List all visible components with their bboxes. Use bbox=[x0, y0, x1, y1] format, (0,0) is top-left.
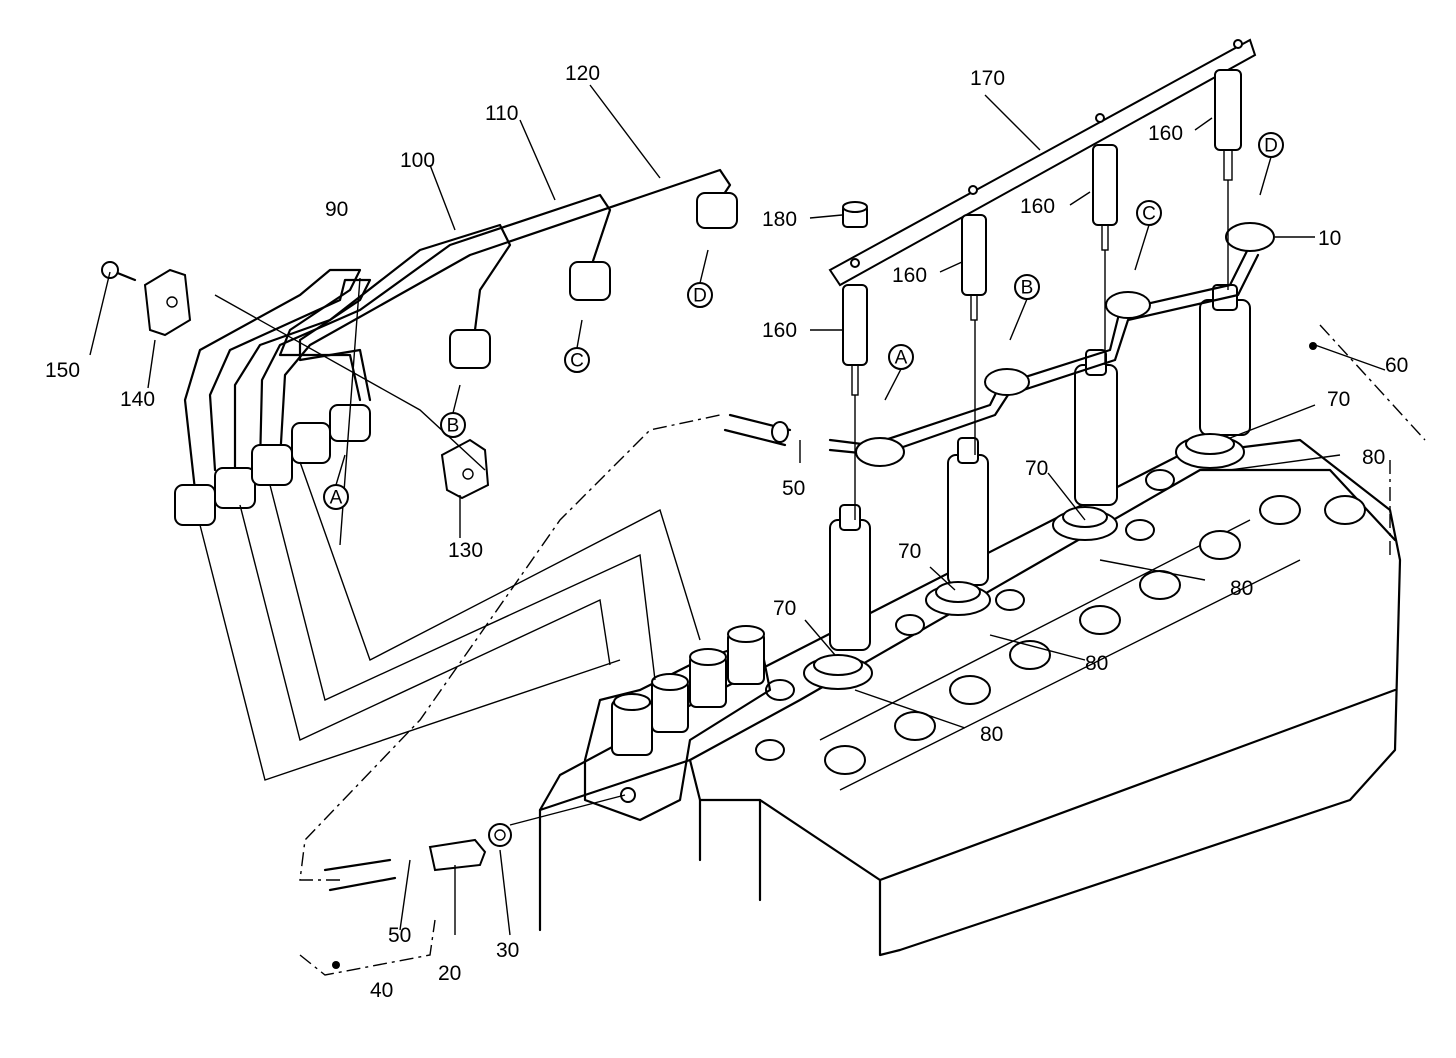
leader-lines bbox=[89, 84, 1386, 936]
glow-plug-3 bbox=[1092, 144, 1118, 251]
marker-d-pipe: D bbox=[687, 282, 713, 308]
label-110: 110 bbox=[485, 102, 518, 125]
marker-c-leakoff: C bbox=[1136, 200, 1162, 226]
label-150: 150 bbox=[45, 359, 80, 382]
cylinder-head bbox=[538, 438, 1402, 957]
label-50-lower: 50 bbox=[388, 924, 411, 947]
svg-text:B: B bbox=[447, 416, 460, 437]
pipe-nuts bbox=[174, 192, 738, 526]
leak-off-line bbox=[723, 222, 1275, 467]
svg-text:C: C bbox=[1142, 204, 1156, 225]
svg-text:B: B bbox=[1021, 278, 1034, 299]
glow-plug-4 bbox=[1214, 69, 1242, 181]
label-180: 180 bbox=[762, 208, 797, 231]
marker-b-leakoff: B bbox=[1014, 274, 1040, 300]
label-170: 170 bbox=[970, 67, 1005, 90]
svg-text:D: D bbox=[693, 286, 707, 307]
assembly-lines bbox=[199, 180, 1229, 826]
connection-markers: A B C D A B C D bbox=[323, 132, 1284, 510]
svg-text:A: A bbox=[895, 348, 908, 369]
injector-2 bbox=[925, 437, 991, 616]
svg-text:A: A bbox=[330, 488, 343, 509]
label-80-2: 80 bbox=[1085, 652, 1108, 675]
label-70-4: 70 bbox=[1327, 388, 1350, 411]
part-number-labels: 10 20 30 40 50 50 60 70 70 70 70 80 80 8… bbox=[45, 62, 1408, 1002]
label-80-4: 80 bbox=[1362, 446, 1385, 469]
glow-plug-2 bbox=[961, 214, 987, 321]
clamps bbox=[101, 261, 490, 500]
svg-text:D: D bbox=[1264, 136, 1278, 157]
glow-plug-bus bbox=[828, 38, 1257, 396]
label-90: 90 bbox=[325, 198, 348, 221]
glow-plug-1 bbox=[842, 284, 868, 396]
marker-b-pipe: B bbox=[440, 412, 466, 438]
label-140: 140 bbox=[120, 388, 155, 411]
label-60: 60 bbox=[1385, 354, 1408, 377]
label-70-1: 70 bbox=[773, 597, 796, 620]
svg-text:C: C bbox=[570, 351, 584, 372]
return-hose bbox=[299, 324, 1426, 976]
label-160-4: 160 bbox=[1148, 122, 1183, 145]
label-160-3: 160 bbox=[1020, 195, 1055, 218]
label-80-1: 80 bbox=[980, 723, 1003, 746]
head-bores bbox=[755, 469, 1366, 775]
label-20: 20 bbox=[438, 962, 461, 985]
label-120: 120 bbox=[565, 62, 600, 85]
injectors bbox=[803, 284, 1251, 690]
label-10: 10 bbox=[1318, 227, 1341, 250]
label-30: 30 bbox=[496, 939, 519, 962]
label-130: 130 bbox=[448, 539, 483, 562]
label-80-3: 80 bbox=[1230, 577, 1253, 600]
injection-pipes bbox=[174, 168, 738, 526]
label-40: 40 bbox=[370, 979, 393, 1002]
nut-180 bbox=[842, 201, 868, 228]
injector-4 bbox=[1175, 284, 1251, 469]
marker-c-pipe: C bbox=[564, 347, 590, 373]
label-50-upper: 50 bbox=[782, 477, 805, 500]
label-70-2: 70 bbox=[898, 540, 921, 563]
label-160-2: 160 bbox=[892, 264, 927, 287]
label-160-1: 160 bbox=[762, 319, 797, 342]
marker-a-leakoff: A bbox=[888, 344, 914, 370]
injector-3 bbox=[1052, 349, 1118, 541]
marker-a-pipe: A bbox=[323, 484, 349, 510]
label-100: 100 bbox=[400, 149, 435, 172]
marker-d-leakoff: D bbox=[1258, 132, 1284, 158]
injection-pump bbox=[583, 625, 772, 822]
label-70-3: 70 bbox=[1025, 457, 1048, 480]
injector-1 bbox=[803, 504, 873, 690]
